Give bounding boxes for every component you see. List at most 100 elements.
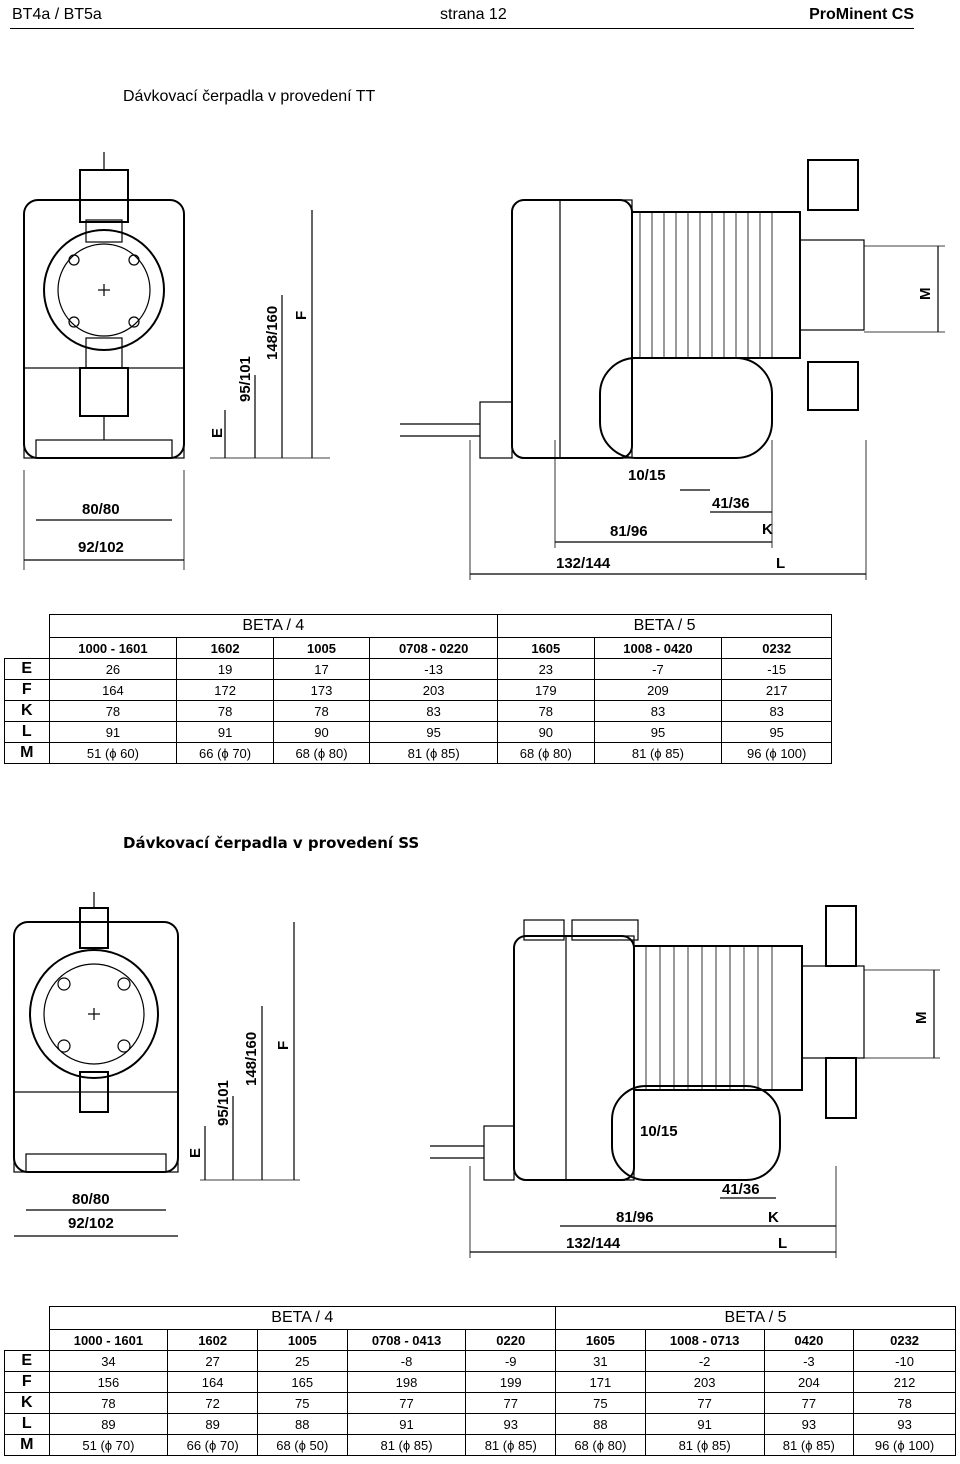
ss-group-beta5: BETA / 5 — [555, 1306, 956, 1330]
tt-front-dimension-lines — [23, 210, 330, 570]
cell: 93 — [853, 1413, 956, 1435]
cell: 209 — [593, 679, 723, 701]
row-label: E — [4, 658, 50, 680]
header-page-number: strana 12 — [440, 6, 507, 23]
tt-dim-k: K — [762, 521, 773, 538]
cell: 91 — [176, 721, 274, 743]
cell: 34 — [48, 1350, 169, 1372]
cell: 198 — [346, 1371, 467, 1393]
tt-dim-81-96: 81/96 — [610, 523, 648, 540]
tt-front-view-drawing: E 95/101 148/160 F 80/80 92/102 M 10/15 — [23, 152, 945, 580]
cell: 203 — [369, 679, 499, 701]
cell: 212 — [853, 1371, 956, 1393]
tt-dim-e: E — [209, 428, 226, 438]
cell: 83 — [593, 700, 723, 722]
tt-model: 0708 - 0220 — [369, 637, 499, 659]
table-row: M 51 (ϕ 60) 66 (ϕ 70) 68 (ϕ 80) 81 (ϕ 85… — [4, 742, 832, 764]
cell: 93 — [763, 1413, 855, 1435]
cell: 75 — [256, 1392, 348, 1414]
tt-dim-92-102: 92/102 — [78, 539, 124, 556]
cell: 27 — [167, 1350, 258, 1372]
ss-model: 1008 - 0713 — [644, 1329, 765, 1351]
cell: 66 (ϕ 70) — [167, 1434, 258, 1456]
cell: 68 (ϕ 80) — [272, 742, 371, 764]
ss-dim-f: F — [275, 1041, 292, 1050]
row-label: K — [4, 1392, 50, 1414]
cell: 78 — [272, 700, 371, 722]
table-row: E 34 27 25 -8 -9 31 -2 -3 -10 — [4, 1350, 956, 1372]
ss-front-pump — [13, 892, 179, 1173]
tt-side-dimension-lines — [469, 245, 945, 580]
cell: 31 — [555, 1350, 646, 1372]
cell: -3 — [763, 1350, 855, 1372]
tt-dim-41-36: 41/36 — [712, 495, 750, 512]
cell: -13 — [369, 658, 499, 680]
cell: 68 (ϕ 50) — [256, 1434, 348, 1456]
cell: 78 — [48, 700, 178, 722]
row-label: F — [4, 679, 50, 701]
cell: 23 — [497, 658, 595, 680]
tt-model: 1000 - 1601 — [48, 637, 178, 659]
cell: 17 — [272, 658, 371, 680]
tt-dim-m: M — [917, 288, 934, 301]
cell: 88 — [256, 1413, 348, 1435]
cell: 68 (ϕ 80) — [555, 1434, 646, 1456]
cell: 204 — [763, 1371, 855, 1393]
ss-dim-148-160: 148/160 — [243, 1032, 260, 1086]
cell: 91 — [346, 1413, 467, 1435]
cell: 72 — [167, 1392, 258, 1414]
ss-model: 1602 — [167, 1329, 258, 1351]
cell: 81 (ϕ 85) — [593, 742, 723, 764]
header-company: ProMinent CS — [809, 6, 914, 23]
ss-dim-m: M — [913, 1012, 930, 1025]
table-row: K 78 72 75 77 77 75 77 77 78 — [4, 1392, 956, 1414]
cell: 165 — [256, 1371, 348, 1393]
cell: 164 — [167, 1371, 258, 1393]
tt-dim-80-80: 80/80 — [82, 501, 120, 518]
table-row: E 26 19 17 -13 23 -7 -15 — [4, 658, 832, 680]
cell: 83 — [721, 700, 832, 722]
tt-dim-l: L — [776, 555, 785, 572]
cell: -7 — [593, 658, 723, 680]
ss-group-beta4: BETA / 4 — [48, 1306, 557, 1330]
cell: -9 — [465, 1350, 557, 1372]
table-row: F 164 172 173 203 179 209 217 — [4, 679, 832, 701]
ss-model: 1000 - 1601 — [48, 1329, 169, 1351]
ss-model: 0420 — [763, 1329, 855, 1351]
ss-model: 0232 — [853, 1329, 956, 1351]
cell: 88 — [555, 1413, 646, 1435]
cell: 96 (ϕ 100) — [853, 1434, 956, 1456]
cell: 89 — [48, 1413, 169, 1435]
cell: 89 — [167, 1413, 258, 1435]
tt-dim-95-101: 95/101 — [237, 356, 254, 402]
page-header: BT4a / BT5a strana 12 ProMinent CS — [10, 4, 914, 29]
tt-front-pump — [23, 152, 185, 459]
tt-model: 0232 — [721, 637, 832, 659]
table-row: L 91 91 90 95 90 95 95 — [4, 721, 832, 743]
cell: 78 — [176, 700, 274, 722]
ss-side-pump — [430, 905, 865, 1181]
ss-dim-95-101: 95/101 — [215, 1080, 232, 1126]
tt-model: 1605 — [497, 637, 595, 659]
ss-dim-132-144: 132/144 — [566, 1235, 621, 1252]
cell: 77 — [644, 1392, 765, 1414]
tt-model: 1602 — [176, 637, 274, 659]
cell: 68 (ϕ 80) — [497, 742, 595, 764]
cell: 95 — [593, 721, 723, 743]
row-label: F — [4, 1371, 50, 1393]
cell: 90 — [272, 721, 371, 743]
ss-model: 0220 — [465, 1329, 557, 1351]
cell: 81 (ϕ 85) — [763, 1434, 855, 1456]
cell: -15 — [721, 658, 832, 680]
cell: 75 — [555, 1392, 646, 1414]
ss-dimension-table: BETA / 4 BETA / 5 1000 - 1601 1602 1005 … — [4, 1306, 956, 1456]
ss-drawing: E 95/101 148/160 F 80/80 92/102 M 10/15 … — [13, 892, 940, 1258]
row-label: E — [4, 1350, 50, 1372]
cell: 156 — [48, 1371, 169, 1393]
cell: 19 — [176, 658, 274, 680]
tt-dimension-table: BETA / 4 BETA / 5 1000 - 1601 1602 1005 … — [4, 614, 832, 764]
cell: 95 — [721, 721, 832, 743]
cell: 81 (ϕ 85) — [644, 1434, 765, 1456]
ss-model: 1005 — [256, 1329, 348, 1351]
cell: 203 — [644, 1371, 765, 1393]
